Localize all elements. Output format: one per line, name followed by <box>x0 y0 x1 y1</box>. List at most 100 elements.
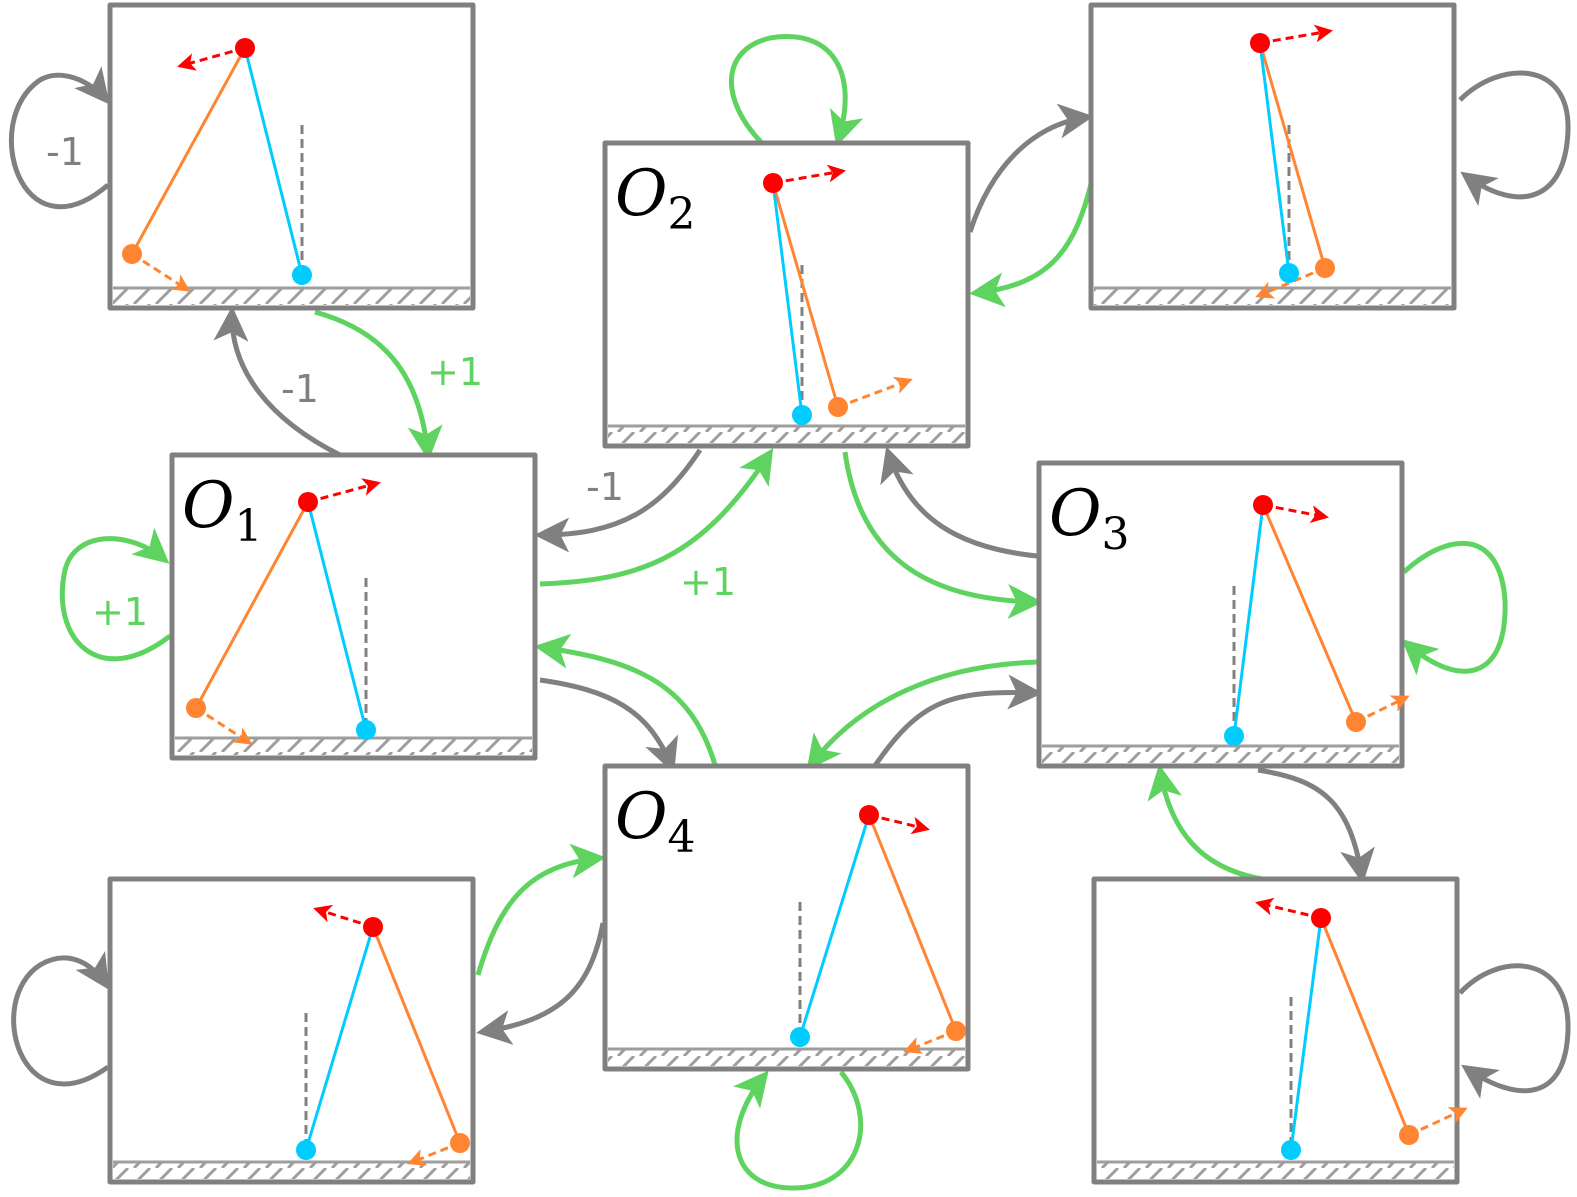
ground-hatch <box>1097 1162 1454 1179</box>
red-velocity-arrow <box>313 904 374 929</box>
ground-hatch <box>113 1162 470 1179</box>
bottom-left-state <box>107 876 476 1185</box>
ground-hatch <box>608 426 965 443</box>
orange-link <box>1319 917 1411 1136</box>
state-o1: O1 <box>169 452 538 761</box>
transition-reward-label: -1 <box>281 367 319 411</box>
top-left-to-o1: +1 <box>314 309 483 461</box>
state-frame <box>107 876 476 1185</box>
o1-to-o4 <box>539 677 679 774</box>
top-right-state <box>1088 2 1457 311</box>
transition-arrow <box>732 1070 864 1191</box>
red-joint <box>363 917 383 937</box>
ground-hatch <box>113 288 470 305</box>
transition-arrow <box>476 922 606 1045</box>
cyan-joint <box>792 405 812 425</box>
state-frame <box>1091 876 1460 1185</box>
transition-arrow <box>728 34 864 147</box>
orange-velocity-arrow <box>903 1029 957 1054</box>
transition-arrow <box>539 677 679 774</box>
transition-reward-label: +1 <box>427 350 483 394</box>
self-loop-bottom-left <box>11 951 110 1087</box>
transition-arrow <box>11 951 110 1087</box>
red-velocity-arrow <box>868 813 930 835</box>
state-frame <box>602 763 971 1072</box>
self-loop-top-right <box>1458 70 1571 207</box>
transition-reward-label: +1 <box>92 590 148 634</box>
orange-link <box>1258 42 1327 269</box>
self-loop-o2 <box>728 34 864 147</box>
bottom-right-to-o3 <box>1147 764 1269 883</box>
transitions-layer: -1-1+1+1-1+1 <box>8 34 1571 1191</box>
o2-to-o3 <box>842 451 1043 619</box>
state-label: O2 <box>615 157 695 240</box>
state-label: O1 <box>182 469 262 552</box>
o3-to-o4 <box>806 659 1039 771</box>
cyan-link <box>304 926 375 1151</box>
cyan-joint <box>790 1027 810 1047</box>
ground-hatch <box>1042 746 1399 763</box>
o2-to-top-right <box>967 103 1094 233</box>
orange-joint <box>450 1133 470 1153</box>
o1-to-o2: +1 <box>539 448 774 604</box>
ground-hatch <box>608 1049 965 1066</box>
cyan-link <box>1258 42 1291 274</box>
o4-to-bottom-left <box>476 922 606 1045</box>
o3-to-bottom-right <box>1257 767 1375 884</box>
transition-arrow <box>534 633 718 766</box>
red-joint <box>235 38 255 58</box>
orange-velocity-arrow <box>1408 1107 1468 1137</box>
bottom-left-to-o4 <box>475 843 606 976</box>
orange-velocity-arrow <box>407 1141 461 1166</box>
red-joint <box>1250 33 1270 53</box>
transition-reward-label: -1 <box>46 130 84 174</box>
transition-arrow <box>59 527 172 662</box>
orange-joint <box>946 1021 966 1041</box>
transition-arrow <box>475 843 606 976</box>
red-joint <box>763 173 783 193</box>
orange-joint <box>1346 712 1366 732</box>
orange-link <box>1261 504 1358 723</box>
self-loop-o4 <box>732 1070 864 1191</box>
orange-velocity-arrow <box>131 252 191 292</box>
state-frame <box>107 2 476 311</box>
top-left-state <box>107 2 476 311</box>
state-o4: O4 <box>602 763 971 1072</box>
orange-joint <box>1399 1125 1419 1145</box>
red-velocity-arrow <box>177 46 246 71</box>
cyan-joint <box>1279 263 1299 283</box>
transition-arrow <box>880 446 1038 559</box>
orange-link <box>194 501 310 709</box>
cyan-joint <box>1224 726 1244 746</box>
transition-arrow <box>842 451 1043 619</box>
transition-reward-label: -1 <box>586 465 624 509</box>
o1-to-top-left: -1 <box>213 306 342 458</box>
cyan-link <box>798 814 871 1038</box>
orange-velocity-arrow <box>195 706 253 745</box>
ground-hatch <box>175 738 532 755</box>
transition-arrow <box>1147 764 1269 883</box>
red-joint <box>298 492 318 512</box>
orange-velocity-arrow <box>1355 695 1410 724</box>
cyan-joint <box>1281 1140 1301 1160</box>
orange-link <box>867 814 958 1032</box>
state-frame <box>1036 460 1405 769</box>
transition-arrow <box>1401 540 1508 676</box>
transition-arrow <box>806 659 1039 771</box>
transition-arrow <box>969 179 1095 308</box>
transition-arrow <box>1458 70 1571 207</box>
orange-joint <box>186 698 206 718</box>
orange-link <box>371 926 462 1144</box>
red-velocity-arrow <box>1262 503 1329 524</box>
orange-joint <box>828 397 848 417</box>
self-loop-bottom-right <box>1458 963 1571 1099</box>
red-joint <box>859 805 879 825</box>
orange-joint <box>1315 258 1335 278</box>
orange-link <box>771 182 840 408</box>
state-frame <box>169 452 538 761</box>
cyan-joint <box>356 720 376 740</box>
self-loop-o1: +1 <box>59 527 172 662</box>
state-o3: O3 <box>1036 460 1410 769</box>
